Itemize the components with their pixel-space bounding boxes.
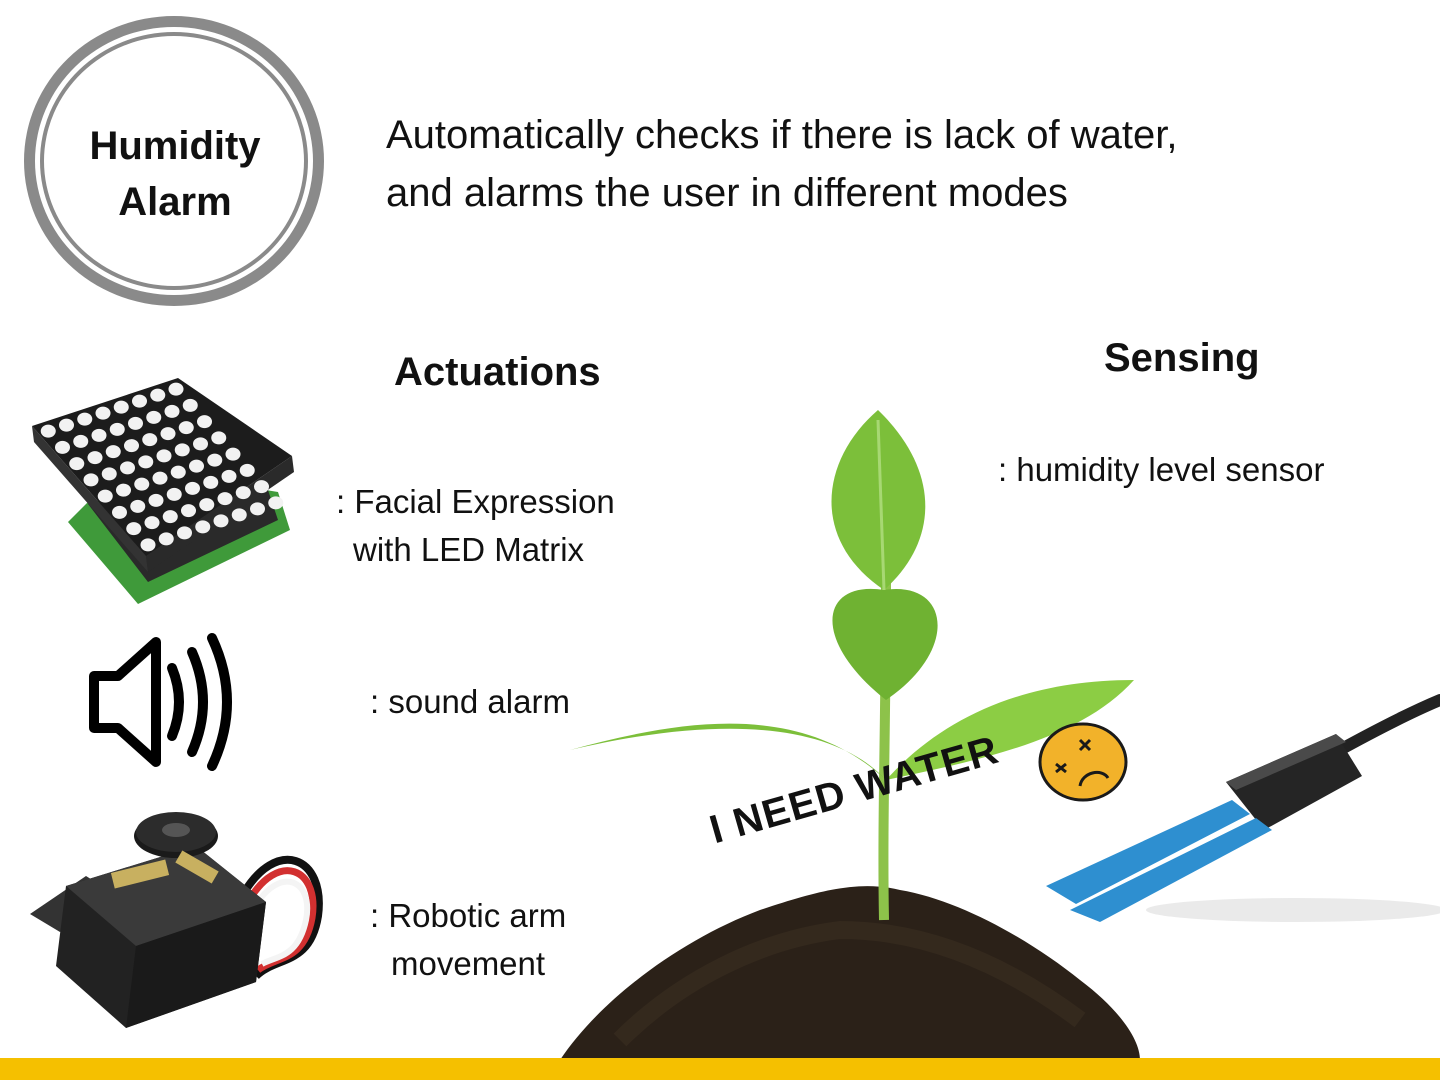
led-dot [211,431,227,445]
led-dot [124,439,139,453]
led-matrix-label-line-1: : Facial Expression [336,483,615,520]
led-dot [132,394,147,408]
led-dot [69,457,85,471]
led-dot [181,504,196,518]
robotic-arm-label-line-2: movement [391,945,546,982]
led-dot [178,421,194,435]
led-dot [158,532,174,546]
led-dot [101,467,117,481]
badge-inner-ring [40,32,308,290]
led-dot [197,415,212,429]
led-dot [182,398,198,412]
led-matrix-label: : Facial Expression with LED Matrix [336,478,615,574]
led-dot [59,418,74,432]
led-dot [130,499,146,513]
led-dot [168,382,184,396]
led-dot [189,459,204,473]
led-dot [213,514,229,528]
led-dot [148,493,164,507]
led-dot [95,406,111,420]
led-dot [146,410,162,424]
badge-line-2: Alarm [118,180,232,224]
led-dot [116,483,131,497]
led-dot [160,427,176,441]
led-dot [128,416,143,430]
badge-line-1: Humidity [89,124,261,168]
led-dot [120,461,135,475]
led-dot [156,449,172,463]
led-dot [40,424,56,438]
humidity-sensor-label: : humidity level sensor [998,451,1325,488]
led-matrix-label-line-2: with LED Matrix [353,531,585,568]
led-dot [55,440,70,454]
led-dot [203,475,219,489]
led-dot [166,487,182,501]
led-dot [126,522,142,536]
led-dot [73,434,89,448]
led-dot [170,465,186,479]
robotic-arm-label: : Robotic arm movement [370,892,566,988]
led-dot [207,453,223,467]
led-dot [177,526,192,540]
led-dot [113,400,129,414]
speaker-icon [89,633,232,771]
plant-icon [560,410,1140,1060]
led-dot [138,455,154,469]
servo-motor-icon [30,812,323,1028]
soil-sensor-icon [1046,694,1440,922]
led-dot [199,498,215,512]
led-dot [221,469,237,483]
led-matrix-icon [32,378,294,604]
description-line-1: Automatically checks if there is lack of… [386,113,1178,157]
led-dot [112,505,127,519]
led-dot [164,404,180,418]
led-dot [83,473,99,487]
sensing-heading: Sensing [1104,336,1260,380]
bottom-accent-bar [0,1058,1440,1080]
robotic-arm-label-line-1: : Robotic arm [370,897,567,934]
led-dot [134,477,150,491]
led-dot [239,463,255,477]
led-dot [250,502,265,516]
led-dot [254,480,269,494]
led-dot [235,486,251,500]
description-line-2: and alarms the user in different modes [386,171,1068,215]
led-dot [152,471,168,485]
led-dot [109,422,125,436]
led-dot [91,428,107,442]
led-dot [268,496,284,510]
led-dot [174,443,190,457]
led-dot [185,481,200,495]
led-dot [140,538,156,552]
badge-outer-ring [24,16,324,306]
led-dot [142,433,158,447]
actuations-heading: Actuations [394,350,601,394]
led-dot [87,451,103,465]
led-dot [97,489,113,503]
led-dot [217,492,233,506]
led-dot [225,447,241,461]
description: Automatically checks if there is lack of… [386,106,1386,222]
led-dots [40,382,284,552]
badge-title: Humidity Alarm [60,118,290,230]
led-dot [193,437,208,451]
led-dot [150,388,166,402]
led-dot [77,412,93,426]
sad-face-icon [1038,722,1128,802]
led-dot [144,516,160,530]
sound-alarm-label: : sound alarm [370,683,570,720]
led-dot [162,510,178,524]
led-dot [195,520,211,534]
led-dot [105,445,121,459]
led-dot [231,508,247,522]
